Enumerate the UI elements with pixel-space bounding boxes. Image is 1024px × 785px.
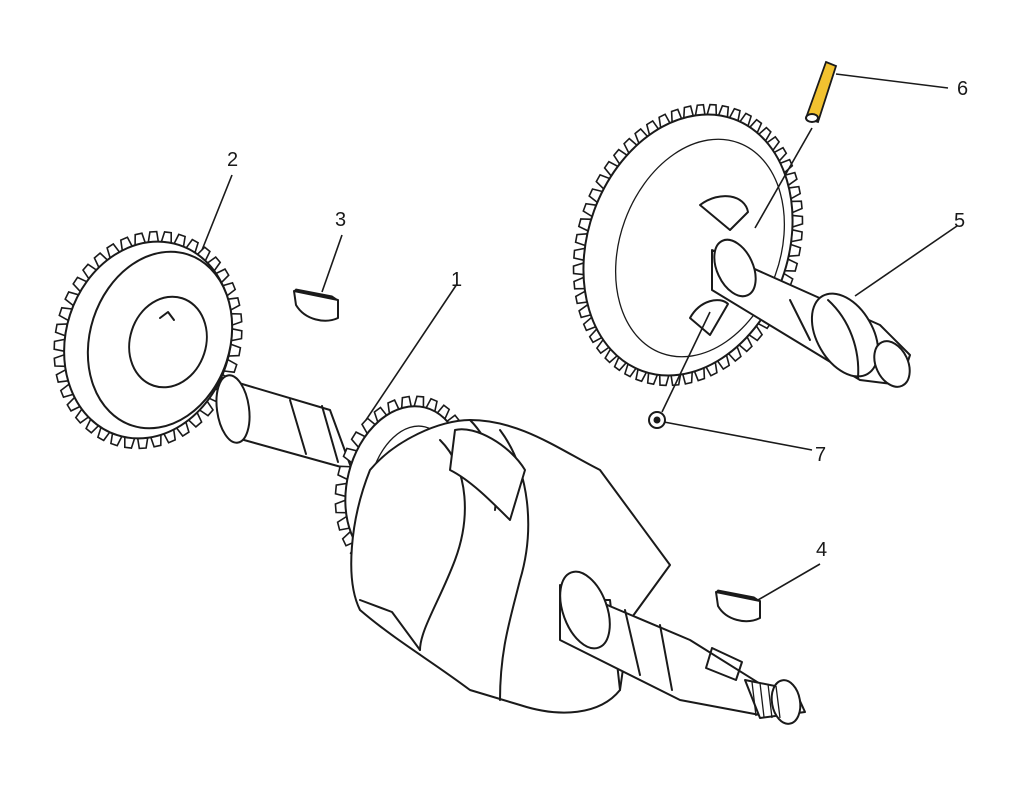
callout-4: 4 (816, 539, 827, 561)
callout-2: 2 (227, 149, 238, 171)
callout-7: 7 (815, 444, 826, 466)
gear-tooth (53, 338, 66, 353)
leader-lines (201, 73, 958, 601)
part-1-crankshaft (215, 374, 806, 725)
gear-tooth (572, 261, 585, 276)
callout-1: 1 (451, 269, 462, 291)
gear-tooth (791, 214, 804, 229)
part-6-pin (804, 60, 838, 124)
callout-6: 6 (957, 78, 968, 100)
callout-5: 5 (954, 210, 965, 232)
part-5-camshaft (572, 103, 911, 388)
part-3-key (292, 288, 339, 322)
part-7-clip (648, 411, 666, 429)
callout-labels: 1 2 3 4 5 6 7 (227, 78, 968, 561)
part-4-key (714, 589, 761, 623)
gear-tooth (706, 103, 718, 116)
part-2-crank-gear (53, 230, 243, 450)
gear-tooth (658, 374, 670, 387)
callout-3: 3 (335, 209, 346, 231)
